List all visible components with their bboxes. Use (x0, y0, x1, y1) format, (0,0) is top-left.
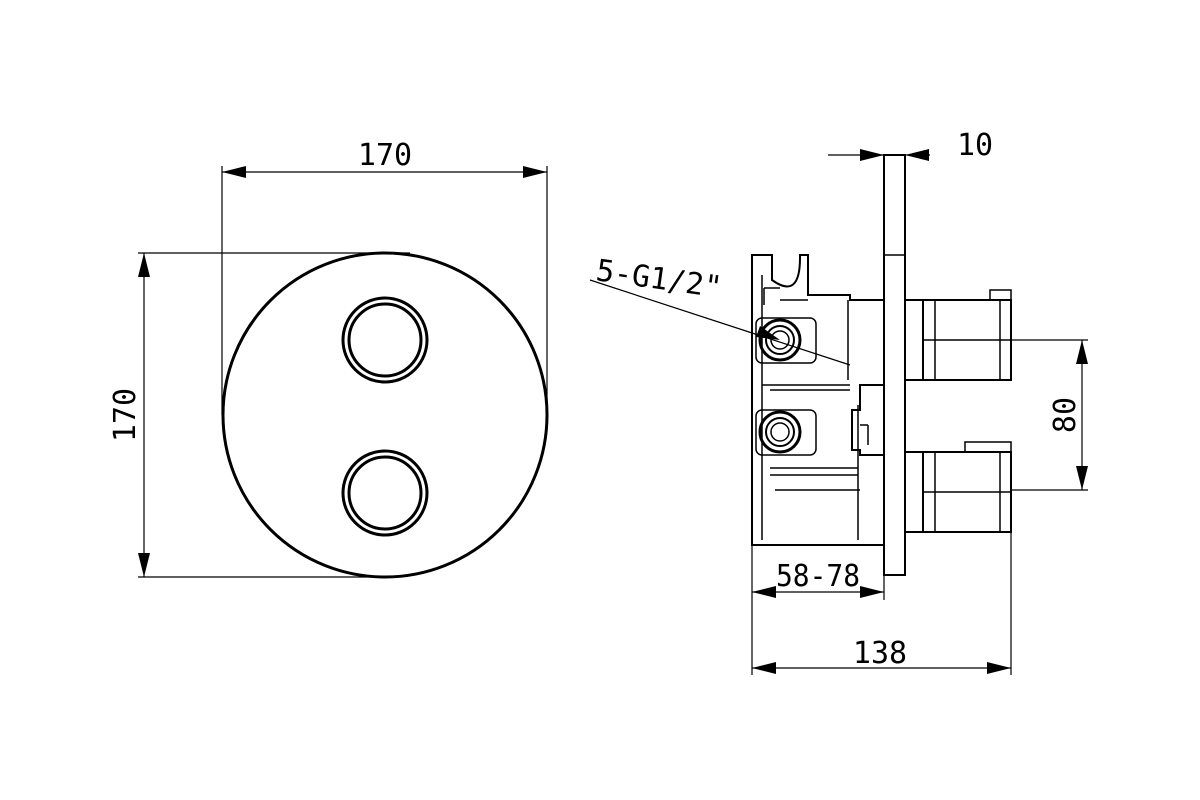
front-height-dimension: 170 (108, 252, 410, 578)
valve-body (751, 254, 885, 546)
upper-handle-outer (341, 296, 429, 384)
install-depth-dimension: 58-78 (751, 545, 885, 675)
front-view: 170 170 (108, 138, 549, 579)
upper-inlet-port (755, 317, 817, 364)
outlet-spacing-dimension: 80 (1011, 339, 1088, 491)
front-height-label: 170 (108, 388, 143, 442)
side-cover-plate (883, 154, 906, 576)
upper-handle-side (904, 289, 1012, 381)
lower-handle-side (904, 441, 1012, 533)
upper-handle-inner (347, 302, 423, 378)
thread-spec-leader: 5-G1/2" (589, 253, 851, 366)
side-view: 10 5-G1/2" 80 58-78 (589, 128, 1088, 675)
install-depth-label: 58-78 (776, 559, 860, 594)
front-width-label: 170 (358, 138, 412, 173)
lower-inlet-port (755, 409, 817, 456)
plate-thickness-dimension: 10 (828, 128, 993, 163)
plate-thickness-label: 10 (957, 128, 993, 163)
thread-spec-label: 5-G1/2" (594, 253, 724, 305)
front-width-dimension: 170 (221, 138, 548, 415)
outlet-spacing-label: 80 (1048, 397, 1083, 433)
valve-internals (761, 275, 869, 540)
side-cover-plate-inner (883, 254, 906, 576)
lower-handle-outer (341, 449, 429, 537)
total-depth-dimension: 138 (752, 532, 1012, 675)
lower-handle-inner (347, 455, 423, 531)
total-depth-label: 138 (853, 636, 907, 671)
